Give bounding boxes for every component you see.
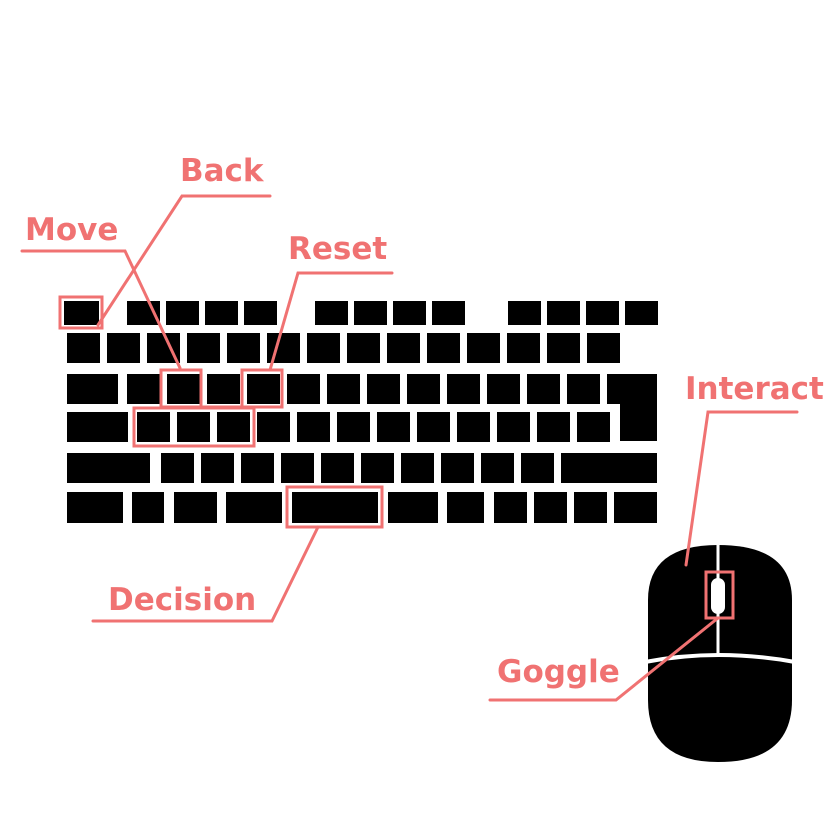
key-number-row xyxy=(67,333,100,363)
key-bottom xyxy=(494,492,527,523)
key-letter xyxy=(521,453,554,483)
key-esc xyxy=(64,301,99,325)
mouse-body-seam xyxy=(644,653,796,664)
key-alt-gr xyxy=(388,492,438,523)
key-number-row xyxy=(547,333,580,363)
key-function xyxy=(393,301,426,325)
key-number-row xyxy=(587,333,620,363)
key-left-shift xyxy=(67,453,150,483)
key-number-row xyxy=(187,333,220,363)
key-function xyxy=(508,301,541,325)
key-space xyxy=(292,492,378,523)
key-function xyxy=(432,301,465,325)
key-letter xyxy=(457,412,490,442)
key-function xyxy=(625,301,658,325)
goggle-label: Goggle xyxy=(497,654,620,690)
key-letter xyxy=(247,374,280,404)
key-letter xyxy=(217,412,250,442)
key-letter xyxy=(201,453,234,483)
key-letter xyxy=(481,453,514,483)
scroll-wheel xyxy=(711,578,725,614)
key-number-row xyxy=(347,333,380,363)
key-letter xyxy=(367,374,400,404)
key-function xyxy=(166,301,199,325)
key-letter xyxy=(361,453,394,483)
key-letter xyxy=(321,453,354,483)
space-highlight xyxy=(285,485,384,529)
key-letter xyxy=(377,412,410,442)
key-tab xyxy=(67,374,118,404)
reset-label: Reset xyxy=(288,231,388,267)
key-function xyxy=(315,301,348,325)
key-letter xyxy=(497,412,530,442)
key-letter xyxy=(441,453,474,483)
key-number-row xyxy=(467,333,500,363)
key-letter xyxy=(241,453,274,483)
key-letter xyxy=(287,374,320,404)
esc-highlight xyxy=(58,295,104,330)
key-letter xyxy=(297,412,330,442)
key-number-row xyxy=(307,333,340,363)
key-letter xyxy=(281,453,314,483)
key-letter xyxy=(127,374,160,404)
key-bottom xyxy=(534,492,567,523)
move-leader-1 xyxy=(20,249,182,370)
key-letter xyxy=(177,412,210,442)
key-number-row xyxy=(387,333,420,363)
interact-label: Interact xyxy=(685,371,824,407)
key-menu xyxy=(447,492,484,523)
key-number-row xyxy=(427,333,460,363)
key-number-row xyxy=(507,333,540,363)
key-letter xyxy=(337,412,370,442)
r-key-highlight xyxy=(240,368,284,409)
key-letter xyxy=(577,412,610,442)
asd-highlight xyxy=(132,406,256,448)
key-letter xyxy=(137,412,170,442)
key-function xyxy=(547,301,580,325)
annotation-lines xyxy=(20,194,799,702)
key-letter xyxy=(537,412,570,442)
key-letter xyxy=(167,374,200,404)
decision-leader xyxy=(91,525,320,623)
key-letter xyxy=(527,374,560,404)
mouse-icon xyxy=(644,545,796,762)
key-caps-lock xyxy=(67,412,128,442)
key-win xyxy=(174,492,217,523)
key-ctrl xyxy=(67,492,123,523)
goggle-leader xyxy=(488,616,720,702)
interact-leader xyxy=(684,410,799,567)
key-number-row xyxy=(227,333,260,363)
back-label: Back xyxy=(180,153,264,189)
key-number-row xyxy=(107,333,140,363)
key-letter xyxy=(447,374,480,404)
key-right-ctrl xyxy=(614,492,657,523)
key-letter xyxy=(257,412,290,442)
key-function xyxy=(205,301,238,325)
reset-leader xyxy=(268,271,394,372)
key-fn xyxy=(132,492,164,523)
key-letter xyxy=(417,412,450,442)
key-function xyxy=(586,301,619,325)
key-letter xyxy=(407,374,440,404)
key-letter xyxy=(207,374,240,404)
move-label: Move xyxy=(25,212,119,248)
key-letter xyxy=(327,374,360,404)
key-function xyxy=(244,301,277,325)
key-function xyxy=(354,301,387,325)
keyboard-icon xyxy=(64,301,658,523)
key-enter xyxy=(607,374,657,441)
decision-label: Decision xyxy=(108,582,257,618)
key-right-shift xyxy=(561,453,657,483)
key-letter xyxy=(567,374,600,404)
back-leader xyxy=(96,194,272,327)
key-alt xyxy=(226,492,282,523)
key-letter xyxy=(401,453,434,483)
key-bottom xyxy=(574,492,607,523)
key-letter xyxy=(487,374,520,404)
key-letter xyxy=(161,453,194,483)
